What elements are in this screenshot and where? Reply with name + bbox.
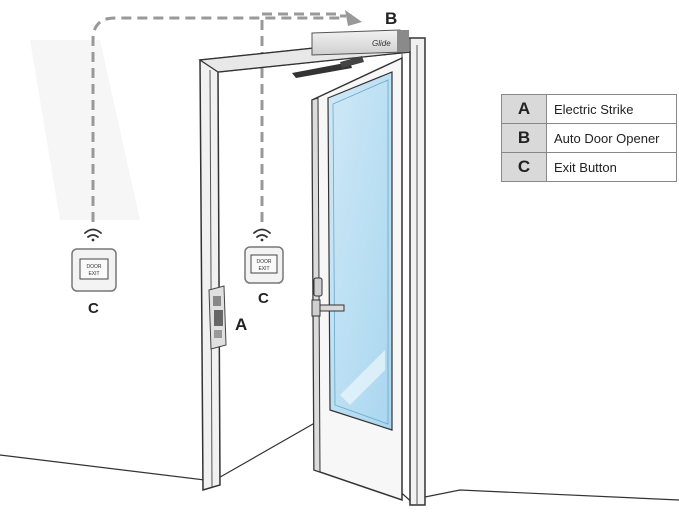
svg-text:EXIT: EXIT xyxy=(88,271,99,277)
legend-key: A xyxy=(501,94,547,124)
door-lock-cylinder xyxy=(313,277,323,297)
legend-key: C xyxy=(501,152,547,182)
electric-strike xyxy=(208,285,227,350)
legend-row: A Electric Strike xyxy=(501,94,677,124)
exit-button-right: DOOR EXIT xyxy=(244,228,284,284)
door-leaf xyxy=(311,56,403,502)
legend-row: B Auto Door Opener xyxy=(501,123,677,153)
svg-text:DOOR: DOOR xyxy=(257,259,272,265)
wall-shading xyxy=(30,40,140,220)
legend-label: Auto Door Opener xyxy=(546,123,677,153)
opener-brand: Glide xyxy=(372,39,391,48)
legend-label: Electric Strike xyxy=(546,94,677,124)
svg-text:DOOR: DOOR xyxy=(87,264,102,270)
label-c-right: C xyxy=(258,290,269,307)
opener-arm xyxy=(292,56,364,78)
label-b: B xyxy=(385,9,397,28)
wireless-icon xyxy=(84,228,102,242)
wireless-icon xyxy=(253,228,271,242)
wire-left xyxy=(91,16,340,222)
legend-table: A Electric Strike B Auto Door Opener C E… xyxy=(501,94,677,182)
wire-right xyxy=(260,12,340,222)
legend-label: Exit Button xyxy=(546,152,677,182)
legend-row: C Exit Button xyxy=(501,152,677,182)
label-a: A xyxy=(235,315,247,334)
exit-button-left: DOOR EXIT xyxy=(71,228,117,292)
auto-door-opener: Glide xyxy=(311,29,409,56)
svg-text:EXIT: EXIT xyxy=(258,266,269,272)
legend-key: B xyxy=(501,123,547,153)
wire-arrowhead xyxy=(345,10,362,26)
label-c-left: C xyxy=(88,300,99,317)
